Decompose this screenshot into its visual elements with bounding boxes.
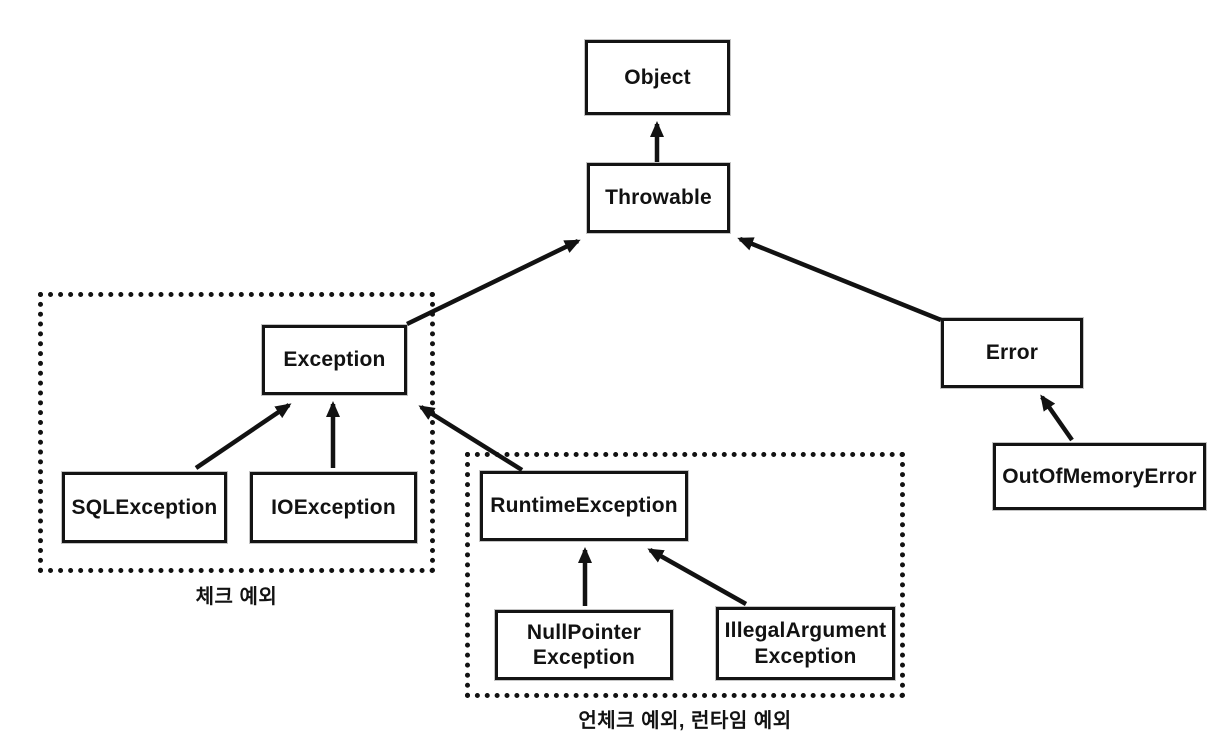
unchecked-exception-group-box — [465, 452, 905, 698]
arrow-exception-to-throwable — [406, 238, 581, 327]
node-illegal-argument-exception-label: IllegalArgument Exception — [724, 619, 887, 668]
arrow-error-to-throwable — [737, 236, 942, 323]
node-io-exception-label: IOException — [271, 495, 396, 519]
node-error: Error — [941, 318, 1083, 388]
node-sql-exception: SQLException — [62, 472, 227, 543]
arrow-runtimeexception-to-exception — [418, 405, 524, 472]
checked-exception-group-label: 체크 예외 — [195, 586, 278, 608]
node-exception: Exception — [262, 325, 407, 395]
node-error-label: Error — [985, 341, 1039, 365]
node-throwable-label: Throwable — [605, 186, 712, 210]
node-object: Object — [585, 40, 730, 115]
arrow-illegalargument-to-runtimeexception — [647, 548, 748, 606]
checked-exception-group-box — [38, 292, 435, 573]
arrow-sqlexception-to-exception — [194, 403, 292, 470]
node-out-of-memory-error: OutOfMemoryError — [993, 443, 1206, 510]
node-runtime-exception: RuntimeException — [480, 471, 688, 541]
node-io-exception: IOException — [250, 472, 417, 543]
node-null-pointer-exception: NullPointer Exception — [495, 610, 673, 680]
node-runtime-exception-label: RuntimeException — [490, 494, 678, 518]
arrow-outofmemory-to-error — [1040, 394, 1074, 442]
node-sql-exception-label: SQLException — [71, 495, 218, 519]
node-out-of-memory-error-label: OutOfMemoryError — [1002, 464, 1197, 488]
node-throwable: Throwable — [587, 163, 730, 233]
node-object-label: Object — [624, 65, 691, 89]
unchecked-exception-group-label: 언체크 예외, 런타임 예외 — [578, 710, 792, 732]
node-null-pointer-exception-label: NullPointer Exception — [526, 620, 642, 669]
node-exception-label: Exception — [283, 348, 386, 372]
node-illegal-argument-exception: IllegalArgument Exception — [716, 607, 895, 680]
